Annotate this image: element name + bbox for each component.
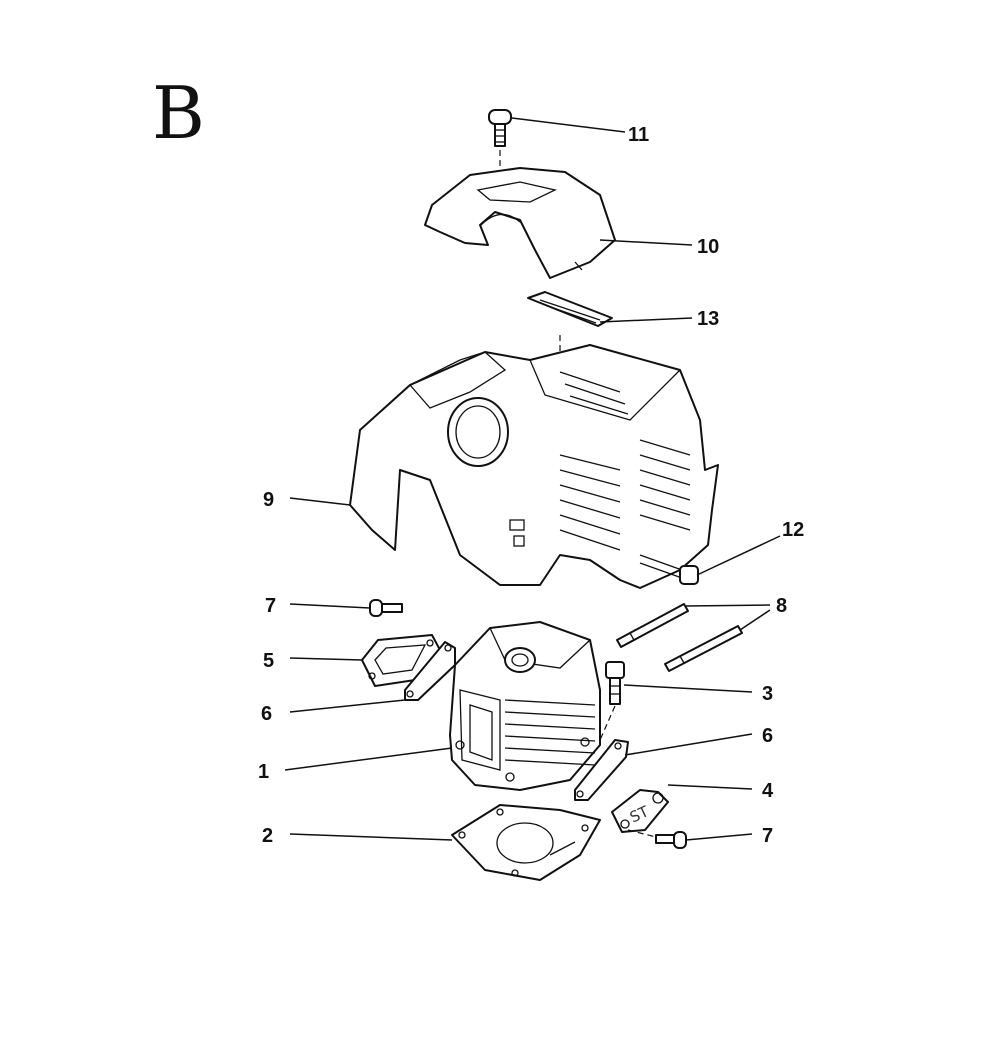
callout-10: 10 [697, 236, 719, 258]
callout-2: 2 [262, 825, 273, 847]
leader-7b [685, 833, 753, 841]
part-12-screw [639, 554, 699, 585]
callout-8: 8 [776, 595, 787, 617]
part-1-cylinder [449, 621, 601, 791]
leader-8a [685, 604, 771, 607]
leader-9 [289, 497, 351, 506]
leader-2 [289, 833, 453, 841]
leader-7a [289, 603, 371, 609]
part-7-upper-screw [369, 599, 403, 617]
leader-10 [599, 239, 693, 246]
leader-5 [289, 657, 363, 661]
part-2-base-gasket [451, 804, 601, 881]
leader-8b [739, 609, 771, 631]
assembly-axis-plate [627, 829, 661, 839]
callout-6-right: 6 [762, 725, 773, 747]
callout-7-lower: 7 [762, 825, 773, 847]
leader-6a [289, 699, 406, 713]
callout-13: 13 [697, 308, 719, 330]
leader-13 [599, 317, 693, 323]
part-3-screw [605, 661, 625, 705]
leader-3 [623, 684, 753, 693]
part-13-label [527, 291, 613, 327]
callout-3: 3 [762, 683, 773, 705]
callout-9: 9 [263, 489, 274, 511]
part-6-right-gasket [574, 739, 629, 801]
callout-6-left: 6 [261, 703, 272, 725]
part-8-studs [616, 603, 743, 672]
leader-12 [696, 535, 781, 576]
part-10-top-cover [424, 167, 616, 279]
leader-4 [667, 784, 753, 790]
part-9-cylinder-cover [349, 344, 719, 589]
callout-11: 11 [628, 124, 649, 146]
callout-12: 12 [782, 519, 804, 541]
callout-4: 4 [762, 780, 774, 802]
assembly-axis-screw-3 [599, 705, 616, 741]
callout-1: 1 [258, 761, 269, 783]
leader-11 [511, 117, 626, 133]
part-11-screw [488, 109, 512, 147]
callout-5: 5 [263, 650, 274, 672]
callout-7-upper: 7 [265, 595, 276, 617]
leader-6b [624, 733, 753, 756]
part-7-lower-screw [655, 831, 687, 849]
part-4-plate: ST [611, 789, 669, 833]
section-letter: B [152, 71, 205, 155]
leader-1 [284, 747, 453, 771]
